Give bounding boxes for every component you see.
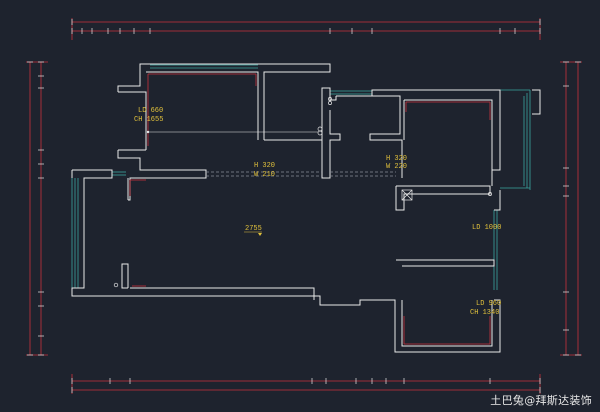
- guide-point: [146, 130, 150, 134]
- room-outlines: [129, 73, 491, 345]
- walls: [71, 63, 541, 353]
- level-marker-icon: [258, 233, 262, 236]
- fixtures: [113, 97, 492, 288]
- living-ld-label: LD 660: [138, 107, 163, 115]
- door2-h-label: H 320: [386, 155, 407, 163]
- right-ld-label: LD 1000: [472, 224, 501, 232]
- bottom-ld-label: LD 960: [476, 300, 501, 308]
- living-ch-label: CH 1655: [134, 116, 163, 124]
- bottom-ch-label: CH 1340: [470, 309, 499, 317]
- dimension-ticks: [27, 19, 581, 393]
- plan-labels: LD 660 CH 1655 H 320 W 210 H 320 W 220 2…: [134, 107, 501, 317]
- level-label: 2755: [245, 225, 262, 233]
- door1-h-label: H 320: [254, 162, 275, 170]
- door1-w-label: W 210: [254, 171, 275, 179]
- watermark: 土巴兔@拜斯达装饰: [490, 394, 592, 407]
- door2-w-label: W 220: [386, 163, 407, 171]
- windows: [71, 64, 531, 290]
- beam-lines: [206, 171, 396, 177]
- dimension-lines: [26, 18, 582, 394]
